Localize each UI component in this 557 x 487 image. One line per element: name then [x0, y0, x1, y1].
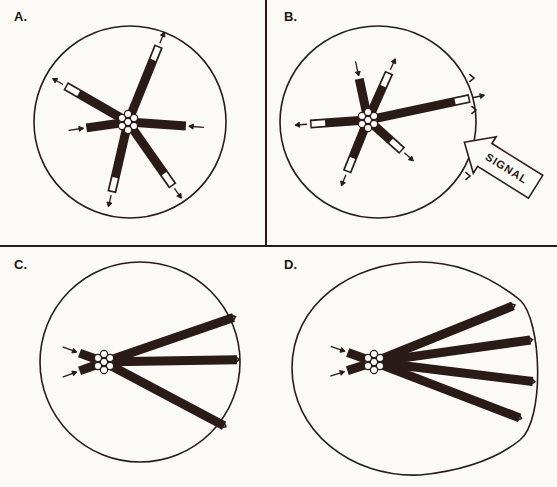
- membrane-anchor: [220, 421, 226, 428]
- block-arrow-shape: [453, 124, 547, 205]
- microtubule: [112, 360, 237, 362]
- growth-arrow: [390, 59, 395, 70]
- panel-letter: A.: [14, 10, 27, 23]
- microtubule-array: [63, 315, 239, 428]
- microtubule: [347, 364, 366, 370]
- shrink-arrow: [63, 372, 77, 377]
- growth-arrow: [160, 32, 164, 43]
- centriole: [370, 366, 377, 373]
- arrowhead: [340, 348, 345, 353]
- microtubule-array: [330, 303, 535, 420]
- growing-cap: [391, 141, 401, 150]
- cell-outline: [292, 262, 538, 475]
- membrane-anchor: [509, 303, 515, 310]
- growing-cap: [153, 47, 158, 60]
- growing-cap: [455, 99, 468, 102]
- microtubule: [133, 129, 173, 186]
- microtubule: [374, 125, 402, 150]
- growing-cap: [112, 178, 115, 191]
- microtubule: [86, 123, 120, 128]
- panel-letter: D.: [284, 258, 297, 271]
- centrosome: [364, 350, 383, 373]
- membrane-anchor: [230, 315, 236, 322]
- centriole: [100, 350, 107, 357]
- arrowhead: [79, 126, 84, 131]
- growing-cap: [67, 87, 79, 94]
- cell-outline: [280, 26, 476, 218]
- centriole: [100, 366, 107, 373]
- microtubule: [382, 340, 531, 361]
- arrowhead: [391, 59, 396, 64]
- centrosome: [94, 350, 113, 373]
- cell-outline: [34, 26, 226, 218]
- arrowhead: [189, 124, 193, 129]
- growing-cap: [348, 158, 353, 171]
- panel-divider: [265, 0, 267, 246]
- centriole: [370, 350, 377, 357]
- arrowhead: [295, 122, 299, 127]
- centrosome: [358, 108, 377, 131]
- membrane-anchor: [469, 74, 474, 82]
- microtubule: [112, 130, 126, 192]
- shrink-arrow: [63, 347, 77, 352]
- panel-letter: C.: [14, 258, 27, 271]
- centriole: [124, 126, 131, 133]
- arrowhead: [160, 32, 165, 37]
- microtubule: [131, 46, 159, 115]
- cell-outline: [40, 262, 240, 462]
- growth-arrow: [341, 175, 345, 186]
- microtubule: [376, 98, 470, 118]
- microtubule: [136, 123, 186, 126]
- microtubule: [111, 366, 224, 426]
- arrowhead: [480, 94, 485, 99]
- centriole: [124, 110, 131, 117]
- membrane-anchor: [530, 377, 535, 385]
- arrowhead: [408, 156, 413, 161]
- microtubule: [310, 121, 360, 124]
- growth-arrow: [404, 153, 413, 161]
- growth-arrow: [53, 79, 63, 85]
- arrowhead: [355, 71, 360, 76]
- membrane-anchor: [471, 106, 476, 114]
- arrowhead: [72, 348, 77, 353]
- growth-arrow: [174, 188, 181, 198]
- microtubule: [381, 365, 519, 418]
- microtubule: [371, 72, 389, 112]
- centrosome: [118, 110, 137, 133]
- centriole: [364, 124, 371, 131]
- microtubule: [359, 79, 366, 112]
- arrowhead: [72, 371, 77, 376]
- centriole: [364, 108, 371, 115]
- arrowhead: [53, 79, 58, 83]
- membrane-anchor: [516, 413, 522, 420]
- microtubule-array: [53, 32, 204, 207]
- arrowhead: [340, 371, 345, 376]
- microtubule-array: [295, 59, 484, 186]
- microtubule: [112, 317, 234, 359]
- membrane-anchor: [527, 337, 532, 345]
- panel-divider: [0, 245, 557, 247]
- microtubule: [347, 127, 365, 172]
- arrowhead: [341, 181, 346, 186]
- growing-cap: [383, 74, 388, 86]
- panel-letter: B.: [284, 10, 297, 23]
- microtubule: [66, 86, 121, 118]
- arrowhead: [177, 193, 182, 198]
- growing-cap: [312, 120, 325, 126]
- microtubule: [348, 352, 367, 359]
- arrowhead: [107, 202, 112, 207]
- shrink-arrow: [331, 346, 345, 351]
- growing-cap: [164, 174, 172, 185]
- membrane-anchor: [234, 356, 239, 364]
- signal-arrow: SIGNAL: [457, 130, 543, 197]
- membrane-anchor: [465, 172, 470, 180]
